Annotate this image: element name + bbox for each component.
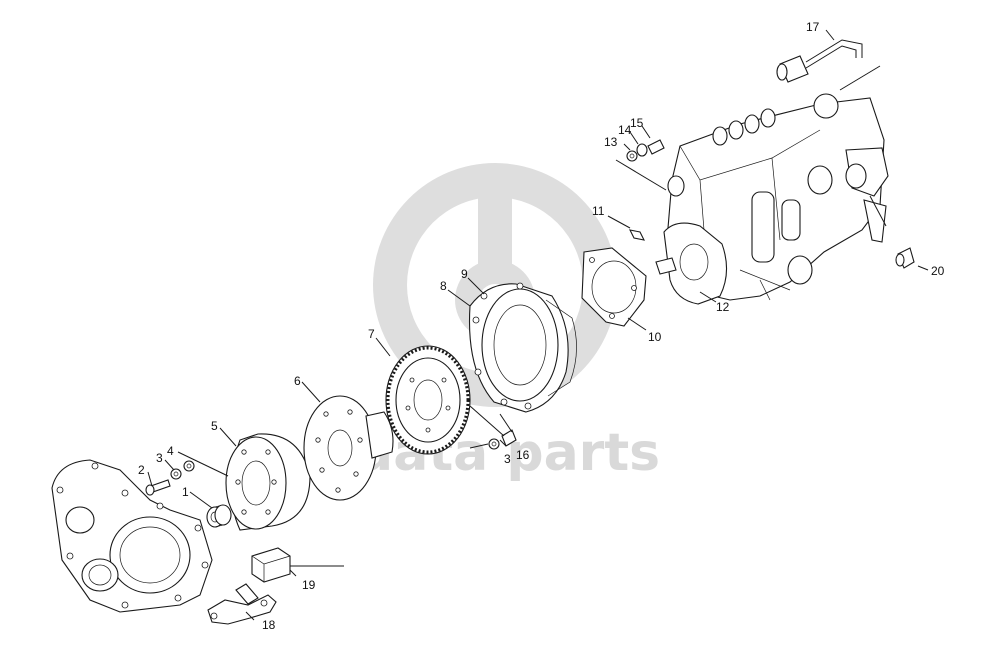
callout-15: 15: [630, 116, 644, 130]
callout-20: 20: [931, 264, 945, 278]
part-sensor: [895, 247, 915, 269]
part-banjo-bolt: [626, 139, 665, 162]
part-drive-housing: [468, 282, 577, 413]
callout-4: 4: [167, 444, 174, 458]
callout-19: 19: [302, 578, 316, 592]
part-gasket: [581, 247, 647, 327]
leader-lines: [147, 29, 929, 621]
callout-3: 3: [156, 451, 163, 465]
callout-16: 16: [516, 448, 530, 462]
part-gear-cover: [51, 459, 213, 613]
callout-13: 13: [604, 135, 618, 149]
callout-1: 1: [182, 485, 189, 499]
callout-11: 11: [592, 204, 605, 218]
callout-18: 18: [262, 618, 276, 632]
callout-6: 6: [294, 374, 301, 388]
callout-5: 5: [211, 419, 218, 433]
part-key: [629, 229, 645, 241]
part-hub: [225, 433, 311, 531]
callout-3b: 3: [504, 452, 511, 466]
callout-7: 7: [368, 327, 375, 341]
part-gear: [385, 345, 471, 455]
part-flange-plate: [303, 395, 394, 501]
callout-9: 9: [461, 267, 468, 281]
callout-17: 17: [806, 20, 820, 34]
callout-10: 10: [648, 330, 662, 344]
part-injection-pump: [655, 93, 889, 305]
part-pipe-fitting: [776, 39, 863, 83]
callout-8: 8: [440, 279, 447, 293]
part-nut-washer: [488, 429, 517, 450]
part-bearing: [206, 504, 232, 528]
callout-labels: 1 2 3 4 5 6 7 8 9 10 11 12 13 14 15 16 3…: [138, 20, 945, 632]
callout-14: 14: [618, 123, 632, 137]
callout-12: 12: [716, 300, 730, 314]
part-bolt-washers: [145, 460, 195, 496]
part-block: [251, 547, 344, 583]
callout-2: 2: [138, 463, 145, 477]
part-bracket: [207, 583, 277, 625]
